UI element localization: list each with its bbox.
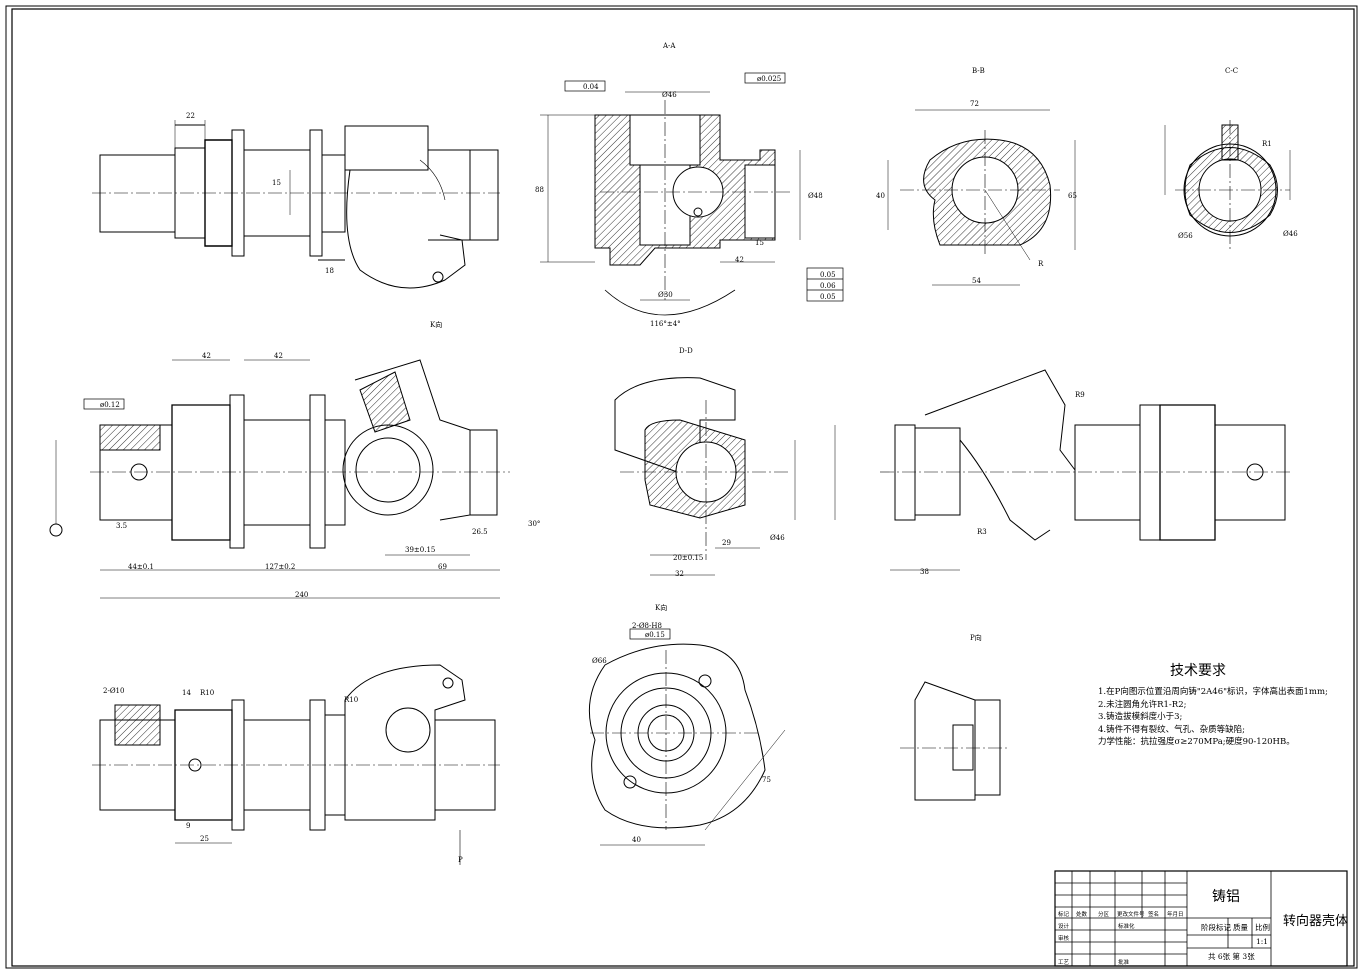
view-k: [588, 628, 786, 846]
dim-bb-40: 40: [876, 192, 885, 200]
dim-22: 22: [186, 112, 195, 120]
label-section-bb: B-B: [972, 67, 985, 75]
title-block-grid: [1054, 870, 1348, 967]
dim-k-75: 75: [762, 776, 771, 784]
tech-requirements-title: 技术要求: [1170, 663, 1226, 679]
title-block-row-label: 标记: [1058, 912, 1070, 918]
dim-bot-25: 25: [200, 835, 209, 843]
label-section-aa: A-A: [662, 42, 676, 50]
title-block-col-label: 更改文件号: [1117, 912, 1145, 918]
tech-requirements: 技术要求 1.在P向图示位置沿周向铸"2A46"标识，字体高出表面1mm; 2.…: [1098, 660, 1348, 749]
title-block-col-label: 签名: [1148, 912, 1160, 918]
tol-aa-3: 0.05: [820, 271, 836, 279]
dim-aa-angle: 116°±4°: [650, 320, 681, 328]
label-view-k-top: K向: [430, 320, 442, 329]
view-bottom: [92, 664, 500, 865]
tol-aa-5: 0.05: [820, 293, 836, 301]
title-block-row-label: 设计: [1058, 924, 1070, 930]
dim-dd-32: 32: [675, 570, 684, 578]
dim-bb-r: R: [1038, 260, 1044, 268]
label-view-p: P向: [970, 633, 982, 642]
dim-mid-39: 39±0.15: [405, 546, 435, 554]
dim-k-holes: 2-Ø8-H8: [632, 622, 662, 630]
tol-aa-2: ø0.025: [757, 75, 781, 83]
dim-right-r3: R3: [977, 528, 987, 536]
tech-requirement-item: 2.未注圆角允许R1-R2;: [1098, 699, 1187, 710]
dim-cc-d46: Ø46: [1283, 230, 1298, 238]
tol-aa-4: 0.06: [820, 282, 836, 290]
view-front-top: [92, 120, 500, 289]
dim-mid-44: 44±0.1: [128, 563, 154, 571]
dim-right-r9: R9: [1075, 391, 1085, 399]
dim-bb-54: 54: [972, 277, 981, 285]
dim-aa-15: 15: [755, 239, 764, 247]
title-block-scale: 比例: [1255, 923, 1270, 932]
outer-border: [5, 5, 1358, 969]
title-block-std: 标准化: [1118, 924, 1135, 930]
title-block-row-label: 工艺: [1058, 960, 1070, 966]
tech-requirement-item: 4.铸件不得有裂纹、气孔、杂质等缺陷;: [1098, 724, 1245, 735]
tol-k: ø0.15: [645, 631, 665, 639]
label-section-cc: C-C: [1225, 67, 1238, 75]
dim-right-38: 38: [920, 568, 929, 576]
dim-cc-d56: Ø56: [1178, 232, 1193, 240]
dim-mid-3-5: 3.5: [116, 522, 127, 530]
section-aa: [540, 72, 844, 316]
dim-bot-r10a: R10: [200, 689, 214, 697]
dim-dd-20: 20±0.15: [673, 554, 703, 562]
title-block-weight: 质量: [1233, 923, 1248, 932]
title-block-col-label: 年月日: [1167, 912, 1184, 918]
dim-dd-d46: Ø46: [770, 534, 785, 542]
dim-bot-r10b: R10: [344, 696, 358, 704]
label-section-dd: D-D: [679, 347, 693, 355]
tech-requirement-item: 1.在P向图示位置沿周向铸"2A46"标识，字体高出表面1mm;: [1098, 687, 1328, 697]
dim-aa-d30: Ø30: [658, 291, 673, 299]
dim-bb-72: 72: [970, 100, 979, 108]
dim-bot-d10: 2-Ø10: [103, 687, 124, 695]
dim-aa-d48: Ø48: [808, 192, 823, 200]
title-block-row-label: 审核: [1058, 936, 1070, 942]
dim-bot-14: 14: [182, 689, 191, 697]
section-cc: [1164, 120, 1291, 250]
dim-aa-d46: Ø46: [662, 91, 677, 99]
dim-k-d66: Ø66: [592, 657, 607, 665]
dim-aa-42: 42: [735, 256, 744, 264]
dim-15: 15: [272, 179, 281, 187]
view-main-right: [834, 369, 1290, 571]
dim-bb-65: 65: [1068, 192, 1077, 200]
tol-mid: ø0.12: [100, 401, 120, 409]
dim-bot-9: 9: [186, 822, 190, 830]
dim-k-40: 40: [632, 836, 641, 844]
dim-cc-r1: R1: [1262, 140, 1272, 148]
title-block-scale-value: 1:1: [1256, 937, 1269, 946]
title-block-approve: 批准: [1118, 960, 1130, 966]
dim-mid-26-5: 26.5: [472, 528, 488, 536]
view-p: [900, 681, 1010, 801]
tol-aa-1: 0.04: [583, 83, 599, 91]
dim-18: 18: [325, 267, 334, 275]
title-block-stage-mark: 阶段标记: [1201, 923, 1231, 932]
title-block-part-name: 转向器壳体: [1283, 914, 1349, 929]
dim-mid-42a: 42: [202, 352, 211, 360]
dim-mid-69: 69: [438, 563, 447, 571]
label-view-k: K向: [655, 603, 667, 612]
dim-mid-30deg: 30°: [528, 520, 540, 528]
title-block-sheet-info: 共 6张 第 3张: [1208, 952, 1255, 961]
dim-aa-88: 88: [535, 186, 544, 194]
view-main-middle: [49, 359, 510, 599]
tech-requirement-item: 3.铸造拔模斜度小于3;: [1098, 712, 1183, 722]
title-block-material: 铸铝: [1212, 889, 1240, 905]
dim-mid-127: 127±0.2: [265, 563, 295, 571]
dim-mid-240: 240: [295, 591, 308, 599]
title-block-col-label: 分区: [1098, 912, 1110, 918]
title-block-col-label: 处数: [1076, 912, 1088, 918]
dim-dd-29: 29: [722, 539, 731, 547]
inner-border: [11, 8, 1355, 967]
section-dd: [614, 377, 796, 576]
tech-requirement-item: 力学性能：抗拉强度σ≥270MPa;硬度90-120HB。: [1098, 737, 1295, 747]
label-arrow-p: P: [458, 856, 463, 864]
dim-mid-42b: 42: [274, 352, 283, 360]
section-bb: [887, 109, 1076, 286]
